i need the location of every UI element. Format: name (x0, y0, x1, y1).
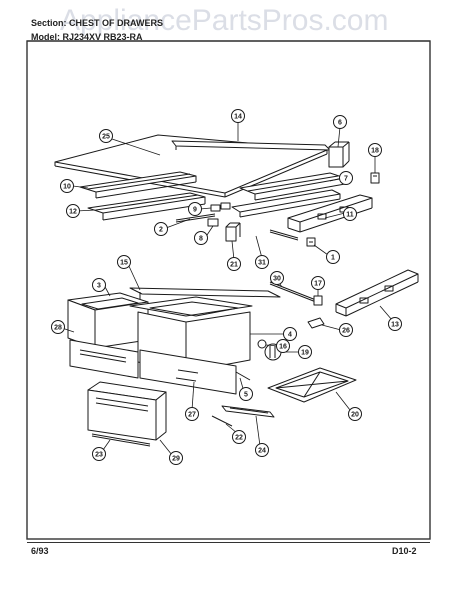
callout-label: 25 (102, 134, 110, 141)
part-drawer-front-right (139, 349, 237, 395)
callout-label: 1 (331, 255, 335, 262)
part-spacer-block (225, 222, 241, 242)
callout-9: 9 (188, 202, 202, 216)
callout-label: 7 (344, 176, 348, 183)
callout-12: 12 (66, 204, 80, 218)
callout-label: 17 (314, 281, 322, 288)
part-drawer-front-left (69, 339, 139, 379)
callout-label: 5 (244, 392, 248, 399)
callout-28: 28 (51, 320, 65, 334)
callout-29: 29 (169, 451, 183, 465)
callout-label: 31 (258, 260, 266, 267)
callout-group: 1234567891011121314151617181920212223242… (51, 109, 402, 465)
callout-label: 24 (258, 448, 266, 455)
part-frame-20 (267, 367, 357, 403)
callout-label: 27 (188, 412, 196, 419)
callout-label: 14 (234, 114, 242, 121)
callout-5: 5 (239, 387, 253, 401)
part-clip-26 (307, 317, 325, 329)
callout-17: 17 (311, 276, 325, 290)
callout-label: 3 (97, 283, 101, 290)
callout-10: 10 (60, 179, 74, 193)
callout-27: 27 (185, 407, 199, 421)
part-left-slide-lower (87, 192, 206, 221)
part-clip-18 (370, 172, 380, 184)
part-bracket-right (328, 141, 350, 168)
callout-26: 26 (339, 323, 353, 337)
callout-label: 15 (120, 260, 128, 267)
callout-label: 8 (199, 236, 203, 243)
part-center-slide (231, 189, 341, 218)
callout-label: 9 (193, 207, 197, 214)
callout-30: 30 (270, 271, 284, 285)
part-rail-24 (221, 405, 275, 418)
part-right-rail-13 (335, 269, 419, 317)
callout-3: 3 (92, 278, 106, 292)
callout-11: 11 (343, 207, 357, 221)
callout-2: 2 (154, 222, 168, 236)
callout-label: 28 (54, 325, 62, 332)
part-rod-22 (211, 415, 233, 427)
callout-label: 19 (301, 350, 309, 357)
callout-label: 16 (279, 344, 287, 351)
callout-21: 21 (227, 257, 241, 271)
callout-19: 19 (298, 345, 312, 359)
callout-label: 4 (288, 332, 292, 339)
callout-16: 16 (276, 339, 290, 353)
part-bracket-17 (313, 295, 323, 306)
callout-15: 15 (117, 255, 131, 269)
callout-8: 8 (194, 231, 208, 245)
model-title: Model: RJ234XV RB23-RA (31, 32, 143, 42)
callout-label: 13 (391, 322, 399, 329)
callout-label: 26 (342, 328, 350, 335)
callout-label: 22 (235, 435, 243, 442)
callout-4: 4 (283, 327, 297, 341)
callout-label: 29 (172, 456, 180, 463)
part-front-panel (87, 381, 167, 441)
footer-page-code: D10-2 (392, 546, 417, 556)
callout-13: 13 (388, 317, 402, 331)
part-5 (235, 371, 251, 381)
callout-31: 31 (255, 255, 269, 269)
callout-25: 25 (99, 129, 113, 143)
callout-20: 20 (348, 407, 362, 421)
callout-23: 23 (92, 447, 106, 461)
part-rod-30 (269, 281, 317, 301)
part-right-side-rail (287, 194, 373, 233)
callout-1: 1 (326, 250, 340, 264)
callout-18: 18 (368, 143, 382, 157)
callout-label: 30 (273, 276, 281, 283)
part-rod-left (175, 213, 216, 221)
footer-rule (27, 542, 430, 543)
callout-label: 20 (351, 412, 359, 419)
callout-label: 10 (63, 184, 71, 191)
part-left-drawer (67, 292, 149, 349)
callout-22: 22 (232, 430, 246, 444)
callout-6: 6 (333, 115, 347, 129)
callout-label: 12 (69, 209, 77, 216)
callout-24: 24 (255, 443, 269, 457)
part-roller-16 (257, 339, 267, 349)
watermark: AppliancePartsPros.com (60, 4, 389, 37)
callout-label: 18 (371, 148, 379, 155)
callout-label: 23 (95, 452, 103, 459)
footer-date: 6/93 (31, 546, 49, 556)
callout-7: 7 (339, 171, 353, 185)
part-rod-right (269, 229, 299, 239)
part-stop-1 (306, 237, 316, 247)
callout-label: 21 (230, 262, 238, 269)
callout-label: 6 (338, 120, 342, 127)
callout-label: 11 (346, 212, 354, 219)
section-title: Section: CHEST OF DRAWERS (31, 18, 164, 28)
part-left-slide-upper (79, 171, 197, 199)
part-trim-23 (91, 433, 151, 445)
callout-label: 2 (159, 227, 163, 234)
callout-14: 14 (231, 109, 245, 123)
